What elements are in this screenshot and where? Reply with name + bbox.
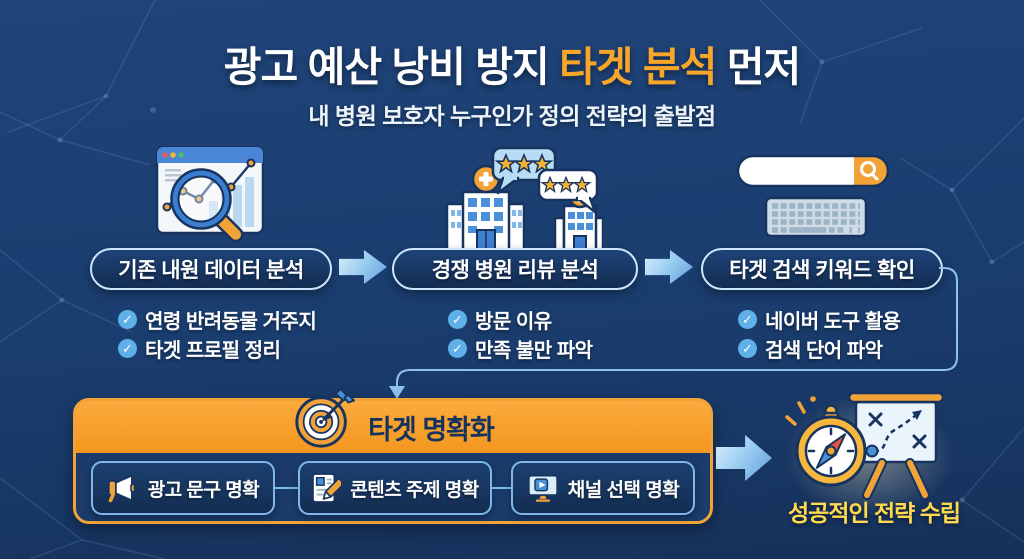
- megaphone-icon: [107, 474, 138, 503]
- sub-item-ad-copy: 광고 문구 명확: [91, 461, 275, 515]
- title-post: 먼저: [716, 44, 801, 90]
- bullet-row: ✓ 만족 불만 파악: [448, 334, 593, 363]
- sub-item-channel-select: 채널 선택 명확: [511, 461, 695, 515]
- check-icon: ✓: [118, 310, 137, 329]
- check-icon: ✓: [448, 339, 467, 358]
- step-pill-keyword-check: 타겟 검색 키워드 확인: [701, 248, 943, 290]
- sub-item-label: 광고 문구 명확: [147, 479, 260, 501]
- bullet-label: 타겟 프로필 정리: [145, 340, 281, 362]
- check-icon: ✓: [448, 310, 467, 329]
- sub-item-connector: [275, 487, 298, 489]
- page-title: 광고 예산 낭비 방지 타겟 분석 먼저: [0, 33, 1024, 93]
- monitor-play-icon: [527, 474, 558, 502]
- sub-item-connector: [492, 487, 511, 489]
- check-icon: ✓: [738, 339, 757, 358]
- target-clarification-box: 타겟 명확화 광고 문구 명확: [73, 387, 713, 524]
- bullet-row: ✓ 연령 반려동물 거주지: [118, 305, 317, 334]
- bullet-label: 만족 불만 파악: [475, 340, 593, 362]
- strategy-board-icon: [847, 391, 945, 500]
- title-pre: 광고 예산 낭비 방지: [223, 44, 560, 90]
- search-keyboard-icon: [736, 154, 890, 238]
- sub-item-label: 콘텐츠 주제 명확: [350, 479, 479, 501]
- dart-target-icon: [292, 385, 356, 451]
- bullet-row: ✓ 네이버 도구 활용: [738, 305, 901, 334]
- step-pill-competitor-review: 경쟁 병원 리뷰 분석: [392, 248, 638, 290]
- browser-chart-icon: [155, 145, 265, 243]
- result-label: 성공적인 전략 수립: [787, 500, 961, 526]
- strategy-result-icon: [785, 391, 945, 500]
- document-pencil-icon: [312, 473, 342, 503]
- bullet-row: ✓ 검색 단어 파악: [738, 334, 883, 363]
- title-highlight: 타겟 분석: [559, 44, 717, 90]
- check-icon: ✓: [118, 339, 137, 358]
- page-subtitle: 내 병원 보호자 누구인가 정의 전략의 출발점: [308, 103, 716, 129]
- sub-item-label: 채널 선택 명확: [567, 479, 680, 501]
- compass-icon: [785, 396, 867, 487]
- hospital-review-icon: [445, 146, 603, 252]
- bullet-label: 검색 단어 파악: [765, 340, 883, 362]
- check-icon: ✓: [738, 310, 757, 329]
- step-pill-existing-data: 기존 내원 데이터 분석: [90, 248, 332, 290]
- target-box-title: 타겟 명확화: [368, 414, 495, 445]
- bullet-label: 네이버 도구 활용: [765, 311, 901, 333]
- target-box-header: 타겟 명확화: [76, 387, 710, 453]
- bullet-row: ✓ 방문 이유: [448, 305, 552, 334]
- bullet-label: 방문 이유: [475, 311, 552, 333]
- bullet-row: ✓ 타겟 프로필 정리: [118, 334, 281, 363]
- bullet-label: 연령 반려동물 거주지: [145, 311, 317, 333]
- sub-item-content-topic: 콘텐츠 주제 명확: [298, 461, 492, 515]
